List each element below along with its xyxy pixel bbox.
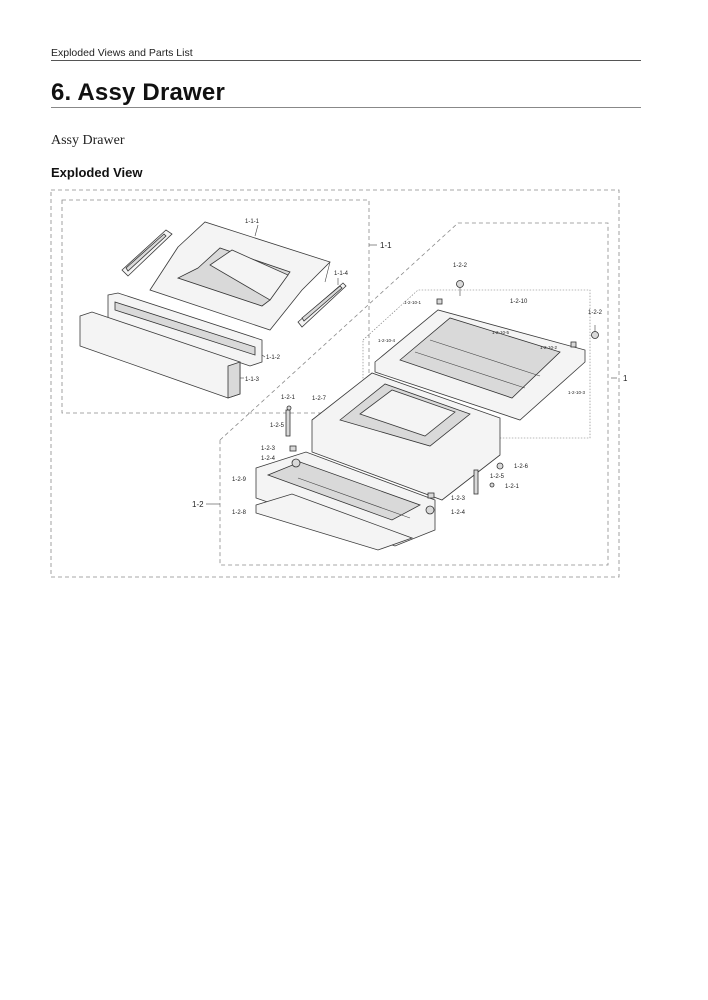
- section-subtitle: Assy Drawer: [51, 133, 125, 148]
- label-1-1-4: 1-1-4: [334, 271, 349, 277]
- top-frame-part: [374, 309, 586, 421]
- header-rule: [51, 60, 641, 61]
- label-1-2-8: 1-2-8: [232, 510, 247, 516]
- label-1-1-2: 1-1-2: [266, 355, 281, 361]
- label-1-2-5-b: 1-2-5: [490, 474, 505, 480]
- clip-1-2-10-2: [570, 341, 577, 348]
- page-header: Exploded Views and Parts List: [51, 47, 193, 59]
- label-1-2-10-5: 1-2-10-5: [492, 330, 510, 335]
- screw-1-2-1-b: [489, 482, 495, 488]
- screw-left-1-2-2: [456, 280, 464, 296]
- right-rail-part: [297, 282, 347, 328]
- title-rule: [51, 107, 641, 108]
- label-1-2-3-b: 1-2-3: [451, 496, 466, 502]
- label-1-2-1-a: 1-2-1: [281, 395, 296, 401]
- foot-1-2-4-b: [425, 505, 435, 515]
- bracket-right-1-2-5: [473, 469, 479, 495]
- outer-frame: [50, 189, 620, 578]
- label-1-1-3: 1-1-3: [245, 377, 260, 383]
- label-1-2-7: 1-2-7: [312, 396, 327, 402]
- label-1-2-3-a: 1-2-3: [261, 446, 276, 452]
- left-rail-part: [121, 229, 173, 277]
- subassembly-1-1-frame: [61, 199, 370, 414]
- exploded-view-heading: Exploded View: [51, 165, 143, 180]
- label-1-2-10-4: 1-2-10-4: [378, 338, 396, 343]
- screw-right-1-2-2: [591, 325, 599, 339]
- drawer-body-part: [311, 372, 501, 501]
- clip-1-2-3-b: [427, 492, 435, 499]
- bracket-left-1-2-5: [285, 409, 291, 437]
- label-1-2-2-a: 1-2-2: [453, 263, 468, 269]
- knob-1-2-6: [496, 462, 504, 470]
- drawer-tray-part: [255, 451, 436, 547]
- label-1-1-1: 1-1-1: [245, 219, 260, 225]
- label-1-2-10-1: 1-2-10-1: [404, 300, 422, 305]
- label-1-2-4-b: 1-2-4: [451, 510, 466, 516]
- screw-1-2-1-a: [286, 405, 292, 411]
- label-1-2: 1-2: [192, 500, 204, 509]
- label-1-2-10-2: 1-2-10-2: [540, 345, 558, 350]
- front-bracket-part: [107, 292, 263, 367]
- label-1-2-9: 1-2-9: [232, 477, 247, 483]
- label-1-2-10-3: 1-2-10-3: [568, 390, 586, 395]
- clip-1-2-10-1: [436, 298, 443, 305]
- label-1-2-4-a: 1-2-4: [261, 456, 276, 462]
- label-1-2-10: 1-2-10: [510, 299, 528, 305]
- label-1-2-2-b: 1-2-2: [588, 310, 603, 316]
- foot-1-2-4-a: [291, 458, 301, 468]
- label-1-1: 1-1: [380, 241, 392, 250]
- label-1-2-5-a: 1-2-5: [270, 423, 285, 429]
- label-1-2-6: 1-2-6: [514, 464, 529, 470]
- front-panel-part: [79, 311, 241, 399]
- label-1: 1: [623, 374, 628, 383]
- drawer-frame-part: [149, 221, 331, 331]
- label-1-2-1-b: 1-2-1: [505, 484, 520, 490]
- subassembly-1-2-frame: [219, 222, 609, 566]
- clip-1-2-3-a: [289, 445, 297, 452]
- chapter-title: 6. Assy Drawer: [51, 79, 226, 106]
- drawer-base-part: [255, 493, 414, 551]
